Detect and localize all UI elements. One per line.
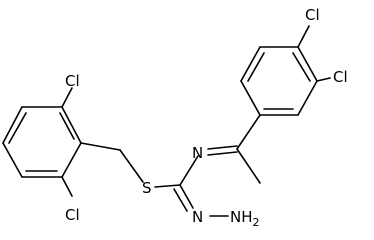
- atom-cl-top-right: Cl: [305, 6, 320, 24]
- bond-n-c-imine-2: [207, 151, 238, 156]
- bond-ring-cl-top: [61, 87, 73, 108]
- bond-ch2-s: [119, 149, 144, 183]
- atom-cl-bottom-left: Cl: [65, 206, 80, 224]
- atom-sulfur: S: [142, 179, 152, 197]
- atom-cl-right: Cl: [333, 68, 348, 86]
- bond-c-n-imine: [179, 155, 199, 186]
- bond-ring-cl-right: [316, 77, 331, 82]
- bond-n-c-imine-1: [207, 145, 238, 150]
- bond-c-n-hydrazine-1: [179, 184, 194, 209]
- bond-ring-cl-bottom: [61, 176, 73, 197]
- bond-c-n-hydrazine-2: [173, 188, 188, 212]
- atom-nh2: NH2: [230, 208, 260, 227]
- atom-nitrogen-hydrazine: N: [192, 208, 203, 226]
- atom-nitrogen-imine: N: [192, 144, 203, 162]
- bond-ring-cl-top-right: [297, 25, 310, 48]
- atom-cl-top-left: Cl: [65, 72, 80, 90]
- left-benzene-ring: [2, 106, 82, 178]
- bond-c-ring-right: [236, 114, 261, 150]
- bond-ring-ch2: [80, 142, 121, 151]
- molecule-structure: Cl Cl S N N NH2 Cl Cl: [2, 6, 348, 227]
- bond-s-c: [154, 184, 181, 188]
- right-benzene-ring: [240, 46, 318, 116]
- bond-c-methyl: [236, 148, 261, 184]
